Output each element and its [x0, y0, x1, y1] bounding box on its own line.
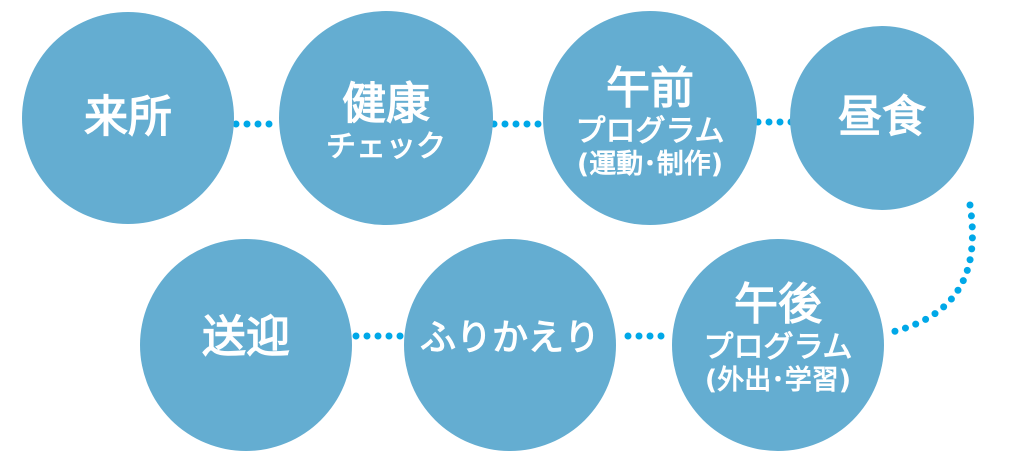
step-circle-5: [672, 239, 884, 451]
step-circle-3: [543, 11, 757, 225]
step-label-5: 午後 プログラム (外出･学習): [703, 278, 853, 397]
step-subtitle: チェック: [326, 129, 446, 165]
step-note: (運動･制作): [576, 149, 724, 181]
step-subtitle: プログラム: [575, 113, 725, 149]
step-circle-6: [404, 239, 616, 451]
step-circle-4: [790, 26, 974, 210]
step-title: 午後: [733, 278, 822, 330]
step-label-7: 送迎: [202, 311, 290, 364]
step-title: 昼食: [838, 91, 926, 143]
step-title: 送迎: [202, 311, 290, 363]
connector-4-5: [888, 201, 976, 336]
step-title: ふりかえり: [419, 317, 601, 359]
step-label-4: 昼食: [838, 91, 926, 144]
step-label-3: 午前 プログラム (運動･制作): [575, 62, 725, 181]
step-title: 来所: [84, 91, 172, 143]
step-label-1: 来所: [84, 91, 172, 144]
step-label-6: ふりかえり: [420, 317, 600, 358]
step-circle-2: [279, 11, 493, 225]
step-note: (外出･学習): [704, 365, 852, 397]
step-title: 午前: [605, 62, 694, 114]
step-circle-1: [22, 12, 234, 224]
step-label-2: 健康 チェック: [326, 79, 446, 164]
step-title: 健康: [342, 78, 430, 130]
step-subtitle: プログラム: [703, 329, 853, 365]
step-circle-7: [140, 239, 352, 451]
